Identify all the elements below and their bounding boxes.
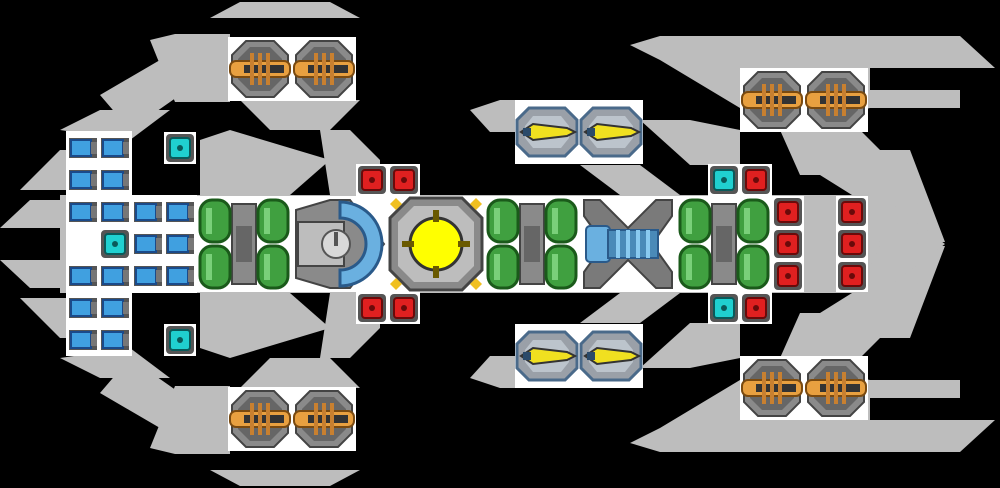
- thruster-icon[interactable]: [99, 164, 131, 196]
- autocannon-icon[interactable]: [292, 37, 356, 101]
- sensor-node-icon[interactable]: [708, 292, 740, 324]
- autocannon-battery-bottom-left[interactable]: [228, 387, 356, 451]
- autocannon-battery-bottom-right[interactable]: [740, 356, 868, 420]
- thruster-icon[interactable]: [99, 260, 131, 292]
- cockpit-module[interactable]: [292, 196, 388, 292]
- thruster-icon[interactable]: [67, 132, 99, 164]
- thruster-icon[interactable]: [67, 260, 99, 292]
- ion-engine-module[interactable]: [580, 196, 676, 292]
- autocannon-icon[interactable]: [804, 68, 868, 132]
- missile-battery-bottom[interactable]: [515, 324, 643, 388]
- reactor-core-icon: [388, 196, 484, 292]
- thruster-icon[interactable]: [99, 132, 131, 164]
- armor-block-icon[interactable]: [836, 260, 868, 292]
- thruster-bank-inner[interactable]: [131, 195, 197, 293]
- autocannon-icon[interactable]: [804, 356, 868, 420]
- thruster-icon[interactable]: [132, 260, 164, 292]
- autocannon-icon[interactable]: [228, 37, 292, 101]
- armor-block-icon[interactable]: [772, 260, 804, 292]
- autocannon-icon[interactable]: [740, 68, 804, 132]
- reactor-module[interactable]: [388, 196, 484, 292]
- armor-block-icon[interactable]: [836, 228, 868, 260]
- armor-block-icon[interactable]: [356, 292, 388, 324]
- armor-block-icon[interactable]: [356, 164, 388, 196]
- armor-block-icon[interactable]: [388, 164, 420, 196]
- ion-engine-icon: [583, 199, 673, 289]
- thruster-icon[interactable]: [132, 196, 164, 228]
- thruster-icon[interactable]: [67, 164, 99, 196]
- missile-launcher-icon[interactable]: [515, 324, 579, 388]
- fuel-tank-icon[interactable]: [196, 196, 292, 292]
- sensor-node-icon[interactable]: [164, 324, 196, 356]
- autocannon-icon[interactable]: [228, 387, 292, 451]
- thruster-icon[interactable]: [99, 196, 131, 228]
- missile-launcher-icon[interactable]: [579, 324, 643, 388]
- autocannon-icon[interactable]: [740, 356, 804, 420]
- thruster-icon[interactable]: [99, 324, 131, 356]
- thruster-icon[interactable]: [164, 228, 196, 260]
- missile-battery-top[interactable]: [515, 100, 643, 164]
- thruster-icon[interactable]: [164, 260, 196, 292]
- thruster-icon[interactable]: [99, 292, 131, 324]
- armor-block-icon[interactable]: [772, 196, 804, 228]
- fuel-tank-icon[interactable]: [484, 196, 580, 292]
- autocannon-icon[interactable]: [292, 387, 356, 451]
- autocannon-battery-top-right[interactable]: [740, 68, 868, 132]
- thruster-icon[interactable]: [67, 196, 99, 228]
- cockpit-icon: [295, 199, 386, 289]
- fuel-tank-icon[interactable]: [676, 196, 772, 292]
- sensor-node-icon[interactable]: [164, 132, 196, 164]
- autocannon-battery-top-left[interactable]: [228, 37, 356, 101]
- armor-block-icon[interactable]: [836, 196, 868, 228]
- thruster-icon[interactable]: [164, 196, 196, 228]
- armor-block-icon[interactable]: [388, 292, 420, 324]
- armor-block-icon[interactable]: [740, 164, 772, 196]
- missile-launcher-icon[interactable]: [515, 100, 579, 164]
- missile-launcher-icon[interactable]: [579, 100, 643, 164]
- thruster-icon[interactable]: [67, 292, 99, 324]
- armor-block-icon[interactable]: [740, 292, 772, 324]
- sensor-node-icon[interactable]: [708, 164, 740, 196]
- thruster-icon[interactable]: [67, 324, 99, 356]
- thruster-icon[interactable]: [132, 228, 164, 260]
- sensor-node-icon[interactable]: [99, 228, 131, 260]
- armor-block-icon[interactable]: [772, 228, 804, 260]
